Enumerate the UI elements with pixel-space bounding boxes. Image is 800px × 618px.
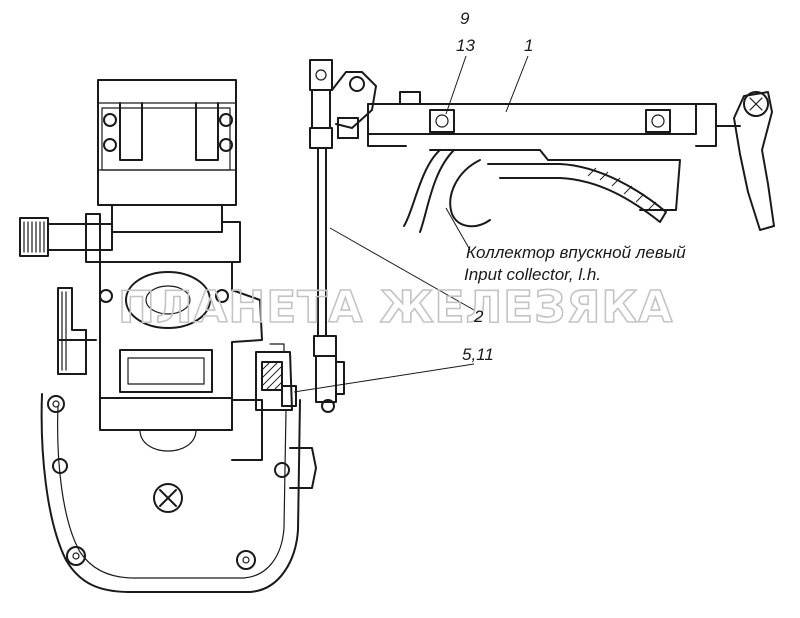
- callout-2: 2: [473, 307, 484, 326]
- callout-1: 1: [524, 36, 533, 55]
- clamp-assembly: [255, 343, 297, 411]
- control-rod: [309, 59, 345, 413]
- annotation-line-en: Input collector, l.h.: [464, 265, 601, 284]
- fuel-pump-housing: [19, 79, 317, 593]
- callout-13: 13: [456, 36, 475, 55]
- bracket-bar: [331, 71, 775, 233]
- annotation-line-ru: Коллектор впускной левый: [466, 243, 686, 262]
- watermark-text: ПЛАНЕТА ЖЕЛЕЗЯКА: [118, 282, 673, 333]
- callout-9: 9: [460, 9, 470, 28]
- callout-5-11: 5,11: [462, 345, 494, 364]
- leader-lines: [293, 55, 529, 393]
